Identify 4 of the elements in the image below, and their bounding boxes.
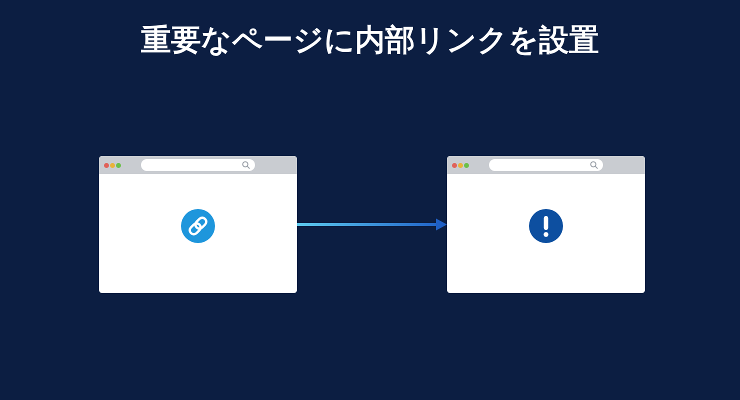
title: 重要なページに内部リンクを設置 [141, 22, 599, 60]
arrow [297, 218, 447, 230]
browser-window [447, 156, 645, 293]
browser-window [99, 156, 297, 293]
